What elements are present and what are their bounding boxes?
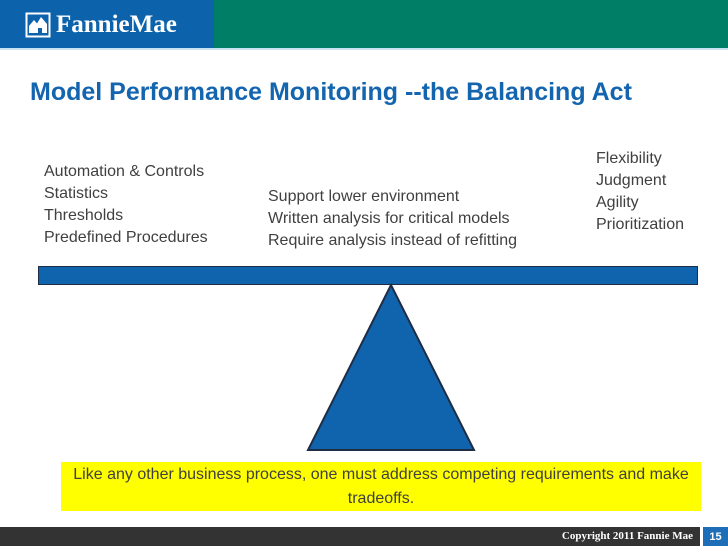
footer-bar: Copyright 2011 Fannie Mae 15: [0, 527, 728, 546]
logo-wordmark: FannieMae: [56, 11, 177, 38]
fulcrum-triangle: [306, 283, 476, 451]
left-pan-list: Automation & Controls Statistics Thresho…: [44, 161, 208, 249]
slide-title: Model Performance Monitoring --the Balan…: [30, 78, 632, 106]
page-number: 15: [703, 527, 728, 546]
list-item: Agility: [596, 194, 639, 211]
list-item: Require analysis instead of refitting: [268, 232, 518, 249]
copyright-text: Copyright 2011 Fannie Mae: [561, 530, 693, 542]
list-item: Judgment: [596, 172, 667, 189]
header-green-segment: [214, 0, 728, 48]
fannie-mae-logo: FannieMae: [25, 11, 177, 39]
list-item: Written analysis for critical models: [268, 210, 510, 227]
callout-banner: Like any other business process, one mus…: [61, 462, 701, 511]
house-icon: [25, 12, 51, 38]
list-item: Flexibility: [596, 150, 662, 167]
list-item: Prioritization: [596, 216, 685, 233]
header-band: FannieMae: [0, 0, 728, 50]
list-item: Predefined Procedures: [44, 229, 208, 246]
balance-beam: [38, 266, 698, 285]
list-item: Statistics: [44, 185, 109, 202]
footer-separator: [700, 527, 703, 546]
list-item: Support lower environment: [268, 188, 460, 205]
center-pan-list: Support lower environment Written analys…: [268, 186, 517, 252]
right-pan-list: Flexibility Judgment Agility Prioritizat…: [596, 148, 684, 236]
list-item: Thresholds: [44, 207, 124, 224]
list-item: Automation & Controls: [44, 163, 205, 180]
callout-text: Like any other business process, one mus…: [73, 465, 689, 507]
